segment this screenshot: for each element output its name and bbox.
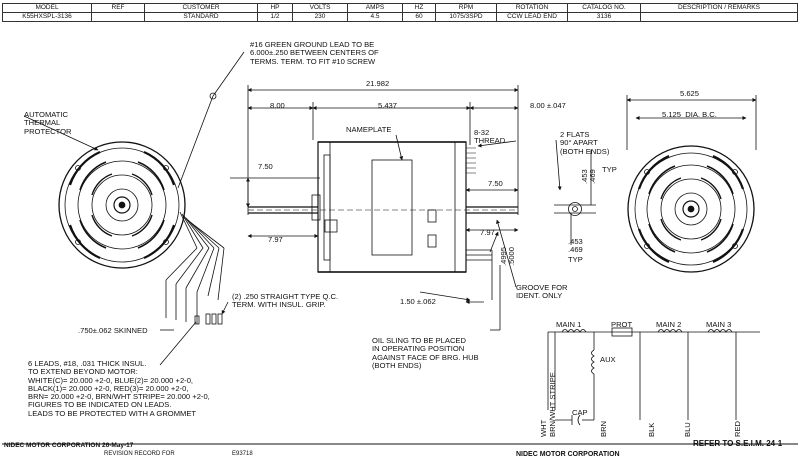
dim-typ-top: TYP — [602, 165, 617, 174]
footer-reference: REFER TO S.E.I.M. 24-1 — [693, 439, 783, 448]
groove-note: GROOVE FOR IDENT. ONLY — [516, 283, 568, 301]
right-end-view — [626, 95, 757, 273]
dim-150: 1.50 ±.062 — [400, 297, 436, 306]
footer-revision-number: E93718 — [232, 451, 253, 457]
dim-750-left: 7.50 — [258, 162, 273, 171]
thread-note: 8-32 THREAD — [474, 128, 506, 146]
schem-main3: MAIN 3 — [706, 320, 732, 329]
dim-width: 5.625 — [680, 89, 700, 98]
thermal-protector-note: AUTOMATIC THERMAL PROTECTOR — [24, 110, 72, 136]
dim-overall: 21.982 — [366, 79, 390, 88]
nameplate-note: NAMEPLATE — [346, 125, 392, 134]
dim-453-bottom: .453 .469 — [568, 237, 583, 255]
footer-company-title: NIDEC MOTOR CORPORATION — [516, 451, 620, 458]
skinned-note: .750±.062 SKINNED — [78, 326, 148, 335]
schem-prot: PROT — [611, 320, 633, 329]
oil-sling-note: OIL SLING TO BE PLACED IN OPERATING POSI… — [372, 336, 479, 370]
qc-terminal-note: (2) .250 STRAIGHT TYPE Q.C. TERM. WITH I… — [232, 292, 339, 310]
dim-453-top: .453 .469 — [580, 169, 598, 184]
val-description — [640, 12, 798, 22]
dim-797-right: 7.97 — [480, 228, 495, 237]
side-view — [230, 85, 596, 331]
schem-lead-blk: BLK — [647, 422, 656, 437]
dim-shaft: .4995 .5000 — [499, 246, 517, 266]
dim-bolt-circle: 5.125 DIA. B.C. — [662, 110, 717, 119]
footer-company-date: NIDEC MOTOR CORPORATION 26-May-17 — [4, 442, 134, 449]
footer-revision-record: REVISION RECORD FOR — [104, 451, 175, 457]
dim-750-right: 7.50 — [488, 179, 503, 188]
wiring-schematic — [547, 327, 760, 426]
dim-typ-bottom: TYP — [568, 255, 583, 264]
spec-header-row: MODEL REF CUSTOMER HP VOLTS AMPS HZ RPM … — [2, 3, 798, 13]
dim-right-8: 8.00 ±.047 — [530, 101, 566, 110]
schem-main1: MAIN 1 — [556, 320, 582, 329]
ground-lead-note: #16 GREEN GROUND LEAD TO BE 6.000±.250 B… — [250, 40, 379, 66]
left-end-view — [23, 51, 245, 366]
spec-value-row: K55HXSPL-3136 STANDARD 1/2 230 4.5 60 10… — [2, 12, 798, 22]
schem-lead-blu: BLU — [683, 422, 692, 437]
schem-lead-brnwht: BRN/WHT STRIPE — [548, 372, 557, 437]
dim-797-left: 7.97 — [268, 235, 283, 244]
dim-left-8: 8.00 — [270, 101, 285, 110]
schem-main2: MAIN 2 — [656, 320, 682, 329]
schem-aux: AUX — [600, 355, 616, 364]
dim-body: 5.437 — [378, 101, 398, 110]
spec-table: MODEL REF CUSTOMER HP VOLTS AMPS HZ RPM … — [2, 3, 798, 22]
schem-lead-red: RED — [733, 420, 742, 437]
leads-note: 6 LEADS, #18, .031 THICK INSUL. TO EXTEN… — [28, 359, 210, 418]
flats-note: 2 FLATS 90° APART (BOTH ENDS) — [560, 130, 610, 156]
schem-lead-brn: BRN — [599, 420, 608, 437]
schem-cap: CAP — [572, 408, 588, 417]
